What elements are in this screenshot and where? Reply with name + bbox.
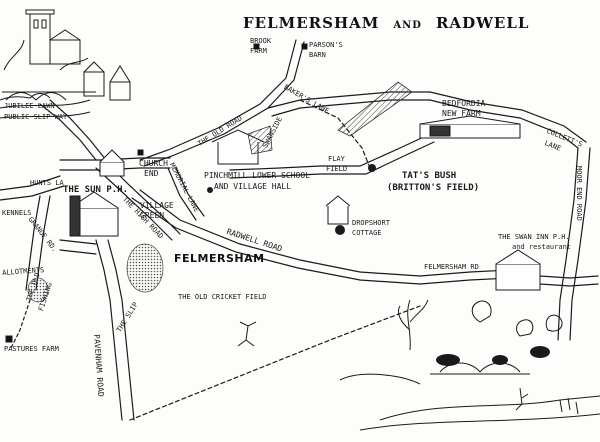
label-old-cricket-field: THE OLD CRICKET FIELD <box>178 293 267 301</box>
swan-inn <box>495 263 541 291</box>
swanside-shading <box>247 125 273 155</box>
label-village-hall: AND VILLAGE HALL <box>214 182 292 191</box>
allotments-shading <box>27 277 49 303</box>
label-pastures-farm: PASTURES FARM <box>4 345 59 353</box>
map-title: FELMERSHAM AND RADWELL <box>243 14 529 32</box>
label-bedfordia-1: BEDFORDIA <box>442 99 486 108</box>
river-scenery <box>237 299 579 415</box>
label-swan-inn: THE SWAN INN P.H. <box>498 233 570 241</box>
church-end-building <box>99 161 125 177</box>
road-colletts <box>429 99 579 149</box>
road-pavenham <box>95 239 123 421</box>
road-grange <box>25 195 41 291</box>
label-restaurant: and restaurant <box>512 243 572 251</box>
title-felmersham: FELMERSHAM <box>243 14 380 32</box>
label-dropshort-2: COTTAGE <box>352 229 382 237</box>
church-illustration <box>2 9 131 101</box>
label-tats-bush: TAT'S BUSH <box>402 171 457 181</box>
dropshort-cottage <box>327 203 349 225</box>
label-brook-farm-1: BROOK <box>250 37 272 45</box>
footpath-bakers-lane <box>299 99 371 169</box>
title-and: AND <box>393 20 422 31</box>
label-flay-field-2: FIELD <box>326 165 348 173</box>
label-pinchmill: PINCHMILL LOWER SCHOOL <box>204 171 310 180</box>
label-parsons-barn-2: BARN <box>309 51 326 59</box>
label-the-sun-ph: THE SUN P.H. <box>63 185 129 195</box>
label-kennels: KENNELS <box>2 209 32 217</box>
road-memorial-lane <box>167 167 197 221</box>
cricket-field-shading <box>126 243 164 293</box>
label-brook-farm-2: FARM <box>250 47 267 55</box>
label-dropshort-1: DROPSHORT <box>352 219 390 227</box>
pastures-farm-marker <box>5 335 13 343</box>
road-top-north <box>139 39 297 161</box>
label-village-green-2: GREEN <box>140 211 165 220</box>
road-moor-end <box>557 147 579 341</box>
label-parsons-barn-1: PARSON'S <box>309 41 343 49</box>
buildings <box>5 43 541 343</box>
label-felmersham-rd: FELMERSHAM RD <box>424 263 479 271</box>
river <box>0 93 600 431</box>
brook-farm-marker <box>253 43 260 50</box>
label-flay-field-1: FLAY <box>328 155 345 163</box>
road-radwell <box>139 189 511 277</box>
label-brittons-field: (BRITTON'S FIELD) <box>387 183 480 193</box>
label-end: END <box>144 169 159 178</box>
road-high-road <box>95 167 173 241</box>
title-radwell: RADWELL <box>435 14 530 32</box>
label-bedfordia-2: NEW FARM <box>442 109 481 118</box>
label-church: CHURCH <box>139 159 168 168</box>
label-felmersham-town: FELMERSHAM <box>174 252 265 265</box>
parsons-barn-marker <box>301 43 308 50</box>
road-river <box>39 103 97 161</box>
label-public-slip-way: PUBLIC SLIP WAY <box>4 113 68 121</box>
footpath-south <box>129 305 421 421</box>
bedfordia-field-shading <box>337 81 413 137</box>
label-jubilee-lawn: JUBILEE LAWN <box>4 102 55 110</box>
label-hunts-lane: HUNTS LA <box>30 179 64 187</box>
label-village-green-1: VILLAGE <box>140 201 174 210</box>
road-flay <box>229 133 431 171</box>
dark-foliage <box>207 164 550 366</box>
label-moor-end-road: MOOR END ROAD <box>575 166 583 221</box>
road-hunts-lane <box>0 175 61 191</box>
